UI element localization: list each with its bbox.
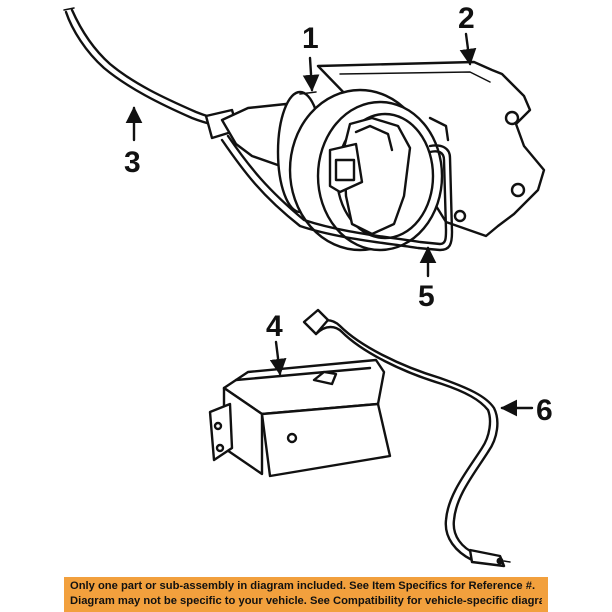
leader-4 [269,340,287,376]
leader-1 [302,56,320,92]
part-1-servo [220,88,450,252]
parts-diagram: 1 2 3 4 5 6 [63,2,553,568]
callout-1: 1 [302,22,319,55]
callout-3: 3 [124,146,141,179]
part-5-vacuum-line [220,134,454,252]
leader-2 [459,32,477,66]
callout-6: 6 [536,394,553,427]
part-4-control-module [208,358,392,478]
part-3-vacuum-hose [63,7,240,140]
disclaimer-banner: Only one part or sub-assembly in diagram… [64,577,548,612]
disclaimer-line-2: Diagram may not be specific to your vehi… [70,595,542,607]
disclaimer-line-1: Only one part or sub-assembly in diagram… [70,580,536,592]
callout-4: 4 [266,310,283,343]
callout-2: 2 [458,2,475,35]
part-6-cable [302,308,511,568]
callout-5: 5 [418,280,435,313]
callout-leaders [125,32,534,417]
